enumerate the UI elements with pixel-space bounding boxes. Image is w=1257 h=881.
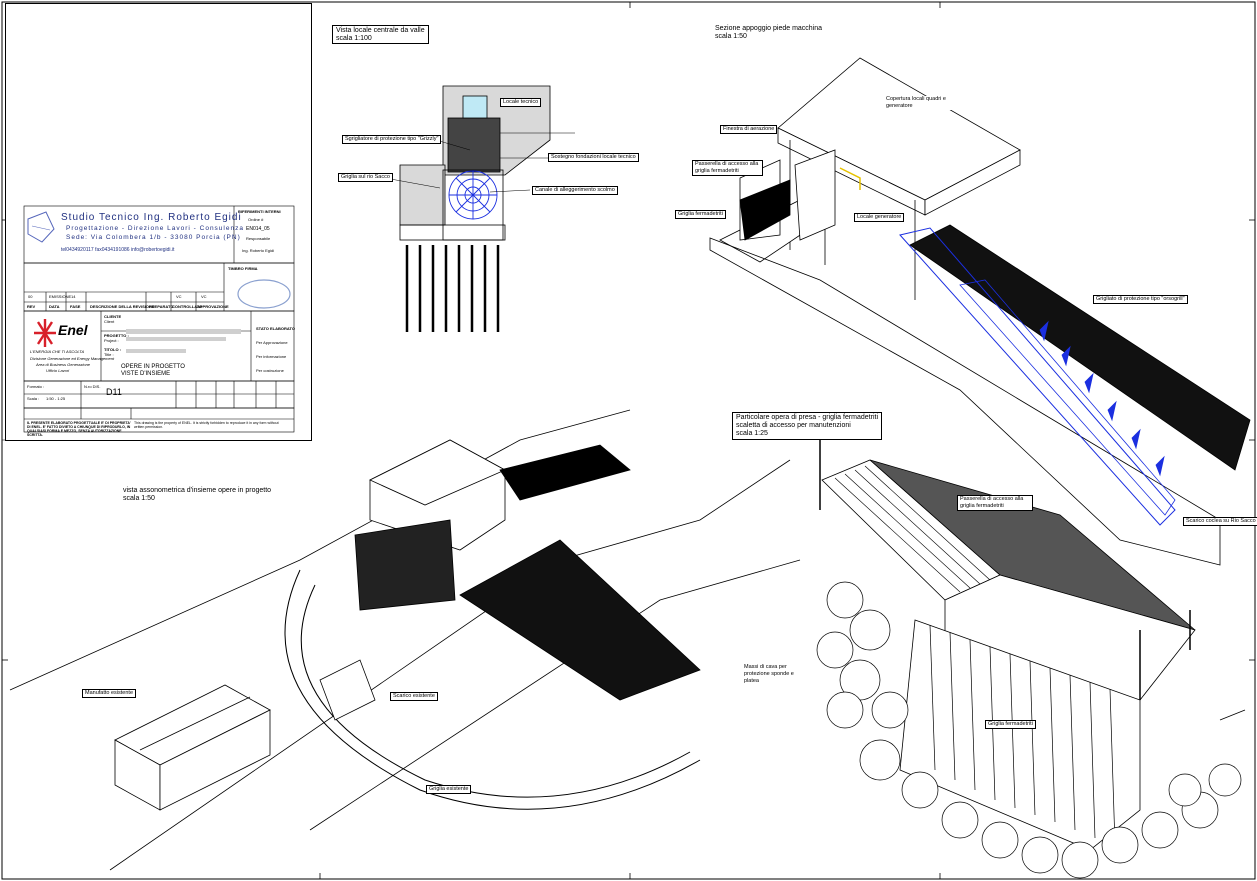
rev-cell-rev: 00 <box>28 294 33 299</box>
label-sostegno: Sostegno fondazioni locale tecnico <box>548 153 639 162</box>
label-passerella-detail: Passerella di accesso alla griglia ferma… <box>957 495 1033 511</box>
label-manufatto: Manufatto esistente <box>82 689 137 698</box>
view3-scale: scala 1:50 <box>123 495 155 502</box>
client-area: Area di Business Generazione <box>36 362 91 367</box>
label-scarico: Scarico esistente <box>390 692 438 701</box>
rev-cell-data: EMISSIONE <box>49 294 72 299</box>
label-sgrigliatore: Sgrigliatore di protezione tipo "Grizzly… <box>342 135 442 144</box>
view1-scale: scala 1:100 <box>336 35 372 42</box>
scale-value: 1:50 - 1:25 <box>46 396 66 401</box>
sheet-code-label: N.ro DIS. <box>84 384 101 389</box>
progetto-label-en: Project : <box>104 338 119 343</box>
client-subtitle: L'ENERGIA CHE TI ASCOLTA <box>30 349 85 354</box>
label-griglia-esistente: Griglia esistente <box>426 785 472 794</box>
title-block: Studio Tecnico Ing. Roberto Egidi Proget… <box>5 3 312 441</box>
client-unit: Ufficio Lavori <box>46 368 70 373</box>
rev-head-approved: APPROVAZIONE <box>197 304 229 309</box>
view2-title-box: Sezione appoggio piede macchina scala 1:… <box>715 25 823 41</box>
rev-head-desc: DESCRIZIONE DELLA REVISIONE <box>90 304 155 309</box>
titolo-label-en: Title : <box>104 352 114 357</box>
cliente-label: CLIENTE <box>104 314 122 319</box>
label-massi: Massi di cava per protezione sponde e pl… <box>742 664 811 685</box>
view4-title: Particolare opera di presa - griglia fer… <box>736 414 879 421</box>
label-grigliato: Grigliato di protezione tipo "orsogrill" <box>1093 295 1188 304</box>
label-griglia-detail: Griglia fermadetriti <box>985 720 1036 729</box>
rev-head-rev: REV <box>27 304 36 309</box>
scale-label: Scala : <box>27 396 40 401</box>
label-copertura: Copertura locali quadri e generatore <box>884 96 958 110</box>
view4-sub: scaletta di accesso per manutenzioni <box>736 422 851 429</box>
view4-scale: scala 1:25 <box>736 430 768 437</box>
label-griglia-rio: Griglia sul rio Sacco <box>338 173 393 182</box>
label-griglia-fermadetriti: Griglia fermadetriti <box>675 210 726 219</box>
label-passerella: Passerella di accesso alla griglia ferma… <box>692 160 763 176</box>
rev-head-prepared: PREPARATO <box>149 304 174 309</box>
progetto-redacted <box>126 329 241 334</box>
ref-resp-name: Ing. Roberto Egidi <box>242 248 275 253</box>
label-canale: Canale di alleggerimento scolmo <box>532 186 618 195</box>
label-locale-generatore: Locale generatore <box>854 213 905 222</box>
view1-title: Vista locale centrale da valle <box>336 27 425 34</box>
titolo-redacted <box>126 349 186 353</box>
sheet-code: D11 <box>106 387 122 397</box>
view2-title: Sezione appoggio piede macchina <box>715 25 823 32</box>
rev-cell-fase: 14 <box>71 294 76 299</box>
view4-intake-detail <box>816 440 1246 879</box>
stato-opt-1: Per Approvazione <box>256 340 288 345</box>
view2-machine-section <box>709 57 1251 566</box>
cliente-label-en: Client <box>104 319 115 324</box>
drawing-title-1: OPERE IN PROGETTO <box>121 364 185 370</box>
client-division: Divisione Generazione ed Energy Manageme… <box>30 356 115 361</box>
client-logo-text: Enel <box>58 322 88 338</box>
studio-services: Progettazione - Direzione Lavori - Consu… <box>66 225 244 232</box>
ref-resp-label: Responsabile <box>246 236 271 241</box>
titolo-label: TITOLO : <box>104 347 122 352</box>
format-label: Formato : <box>27 384 45 389</box>
view3-overall-axonometric <box>9 409 801 871</box>
ref-order: Ordine # <box>248 217 264 222</box>
studio-name: Studio Tecnico Ing. Roberto Egidi <box>61 212 242 223</box>
label-locale-tecnico: Locale tecnico <box>500 98 542 107</box>
stato-label: STATO ELABORATO <box>256 326 295 331</box>
view4-title-box: Particolare opera di presa - griglia fer… <box>732 412 883 440</box>
progetto-label: PROGETTO : <box>104 333 129 338</box>
stamp-label: TIMBRO FIRMA <box>228 266 258 271</box>
label-scarico-coclea: Scarico coclea su Rio Sacco <box>1183 517 1257 526</box>
studio-contacts: tel0434920117 fax0434191086 info@roberto… <box>61 247 175 253</box>
progetto-redacted-2 <box>126 337 226 341</box>
rev-cell-controlled: VC <box>176 294 182 299</box>
notes-it: IL PRESENTE ELABORATO PROGETTUALE E' DI … <box>27 421 131 437</box>
studio-address: Sede: Via Colombera 1/b - 33080 Porcia (… <box>66 234 241 241</box>
stato-opt-3: Per costruzione <box>256 368 284 373</box>
ref-code: EN014_05 <box>246 226 270 232</box>
rev-head-controlled: CONTROLLATO <box>172 304 203 309</box>
view3-title: vista assonometrica d'insieme opere in p… <box>123 487 272 494</box>
view2-scale: scala 1:50 <box>715 33 747 40</box>
ref-header: RIFERIMENTI INTERNI <box>238 209 281 214</box>
view1-front-section <box>384 85 575 332</box>
view3-title-box: vista assonometrica d'insieme opere in p… <box>123 487 272 503</box>
drawing-title-2: VISTE D'INSIEME <box>121 371 171 377</box>
notes-en: This drawing is the property of ENEL. It… <box>134 421 279 429</box>
rev-head-data: DATA <box>49 304 60 309</box>
stato-opt-2: Per informazione <box>256 354 287 359</box>
view1-title-box: Vista locale centrale da valle scala 1:1… <box>332 25 429 44</box>
rev-head-fase: FASE <box>70 304 81 309</box>
rev-cell-approved: VC <box>201 294 207 299</box>
label-finestra: Finestra di aerazione <box>720 125 778 134</box>
